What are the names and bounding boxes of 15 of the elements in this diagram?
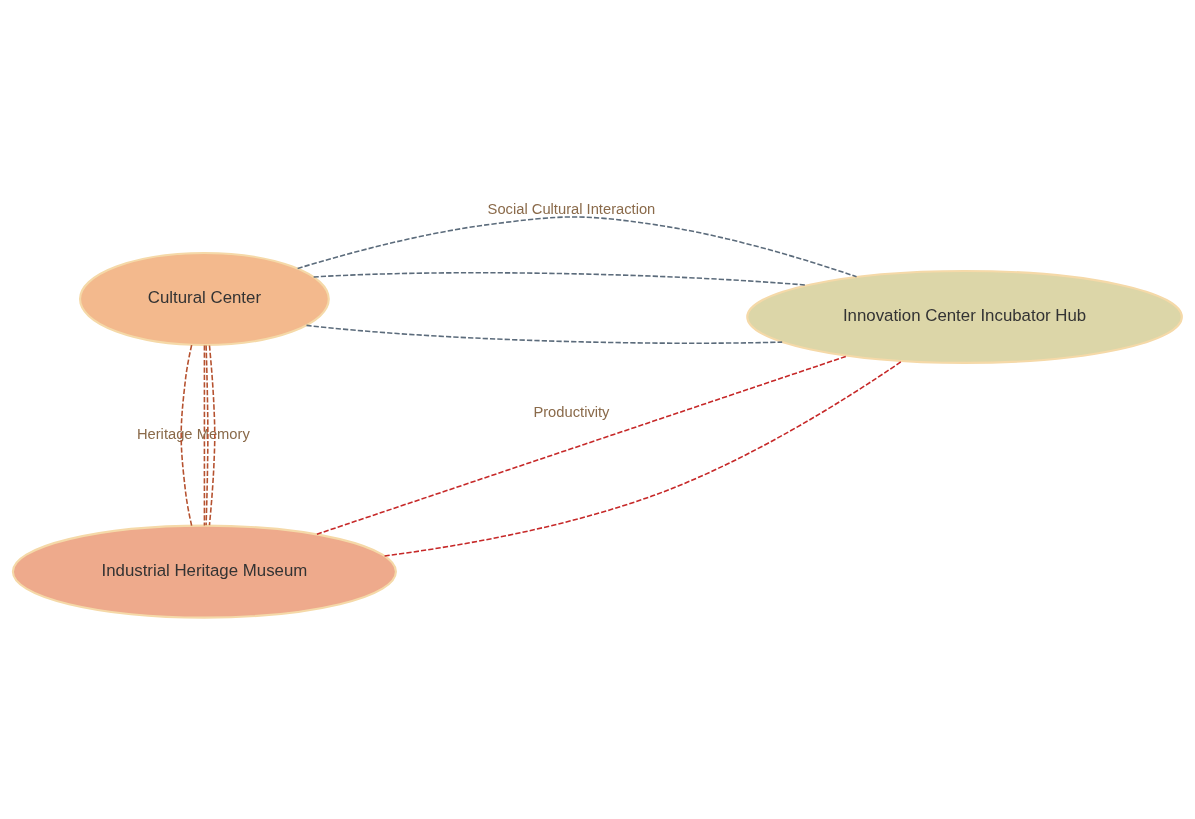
node-ellipse: Innovation Center Incubator Hub — [746, 269, 1183, 364]
connector — [316, 354, 849, 535]
connector — [180, 343, 193, 526]
connector — [205, 344, 209, 526]
connector — [305, 324, 783, 344]
node-ellipse: Industrial Heritage Museum — [11, 524, 397, 619]
connector — [312, 271, 808, 286]
connector — [296, 215, 858, 278]
edge-label: Productivity — [533, 403, 610, 420]
connector — [208, 344, 216, 526]
edge-label: Social Cultural Interaction — [487, 200, 656, 217]
node-ellipse: Cultural Center — [79, 251, 330, 346]
connector — [203, 344, 206, 526]
edge-label: Heritage Memory — [136, 425, 250, 442]
connector — [383, 360, 903, 557]
